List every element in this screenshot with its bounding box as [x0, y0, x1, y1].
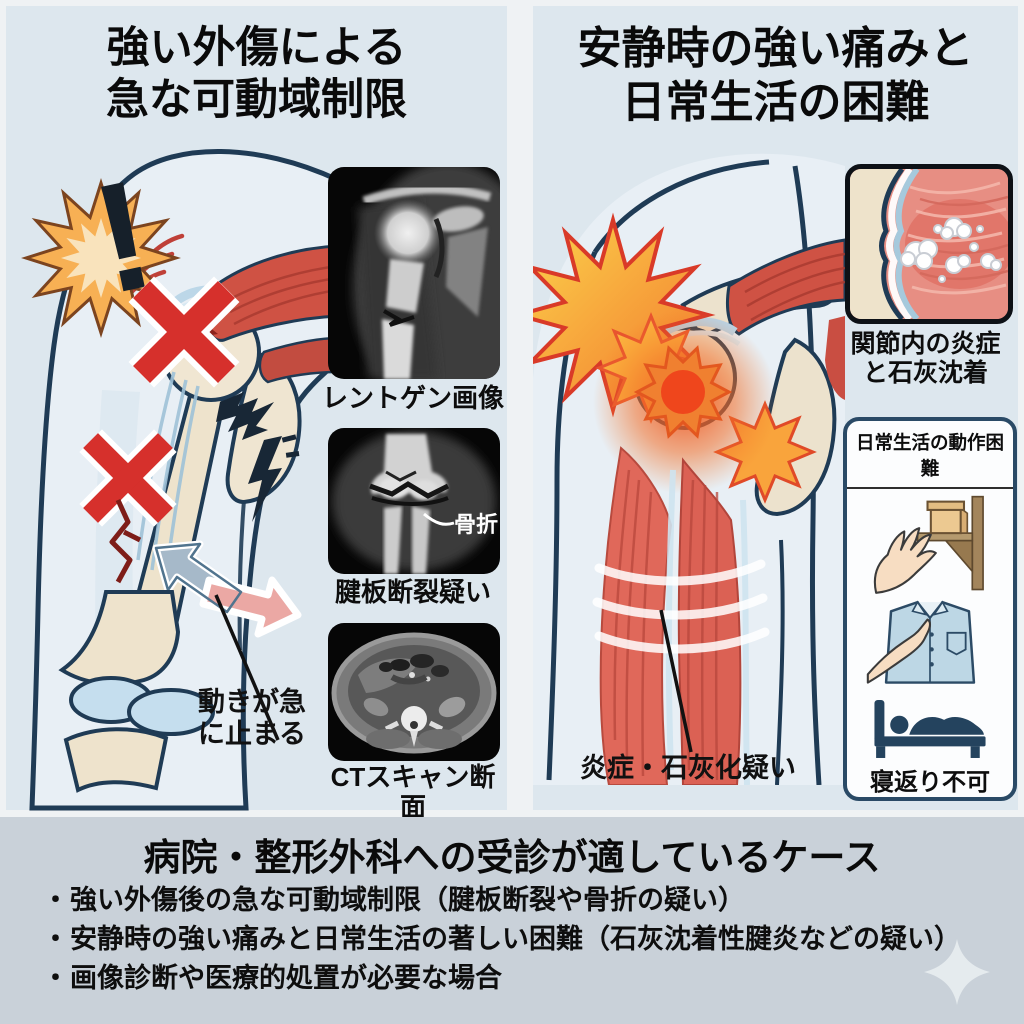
calcification-bands	[592, 559, 770, 654]
bed-icon	[874, 700, 986, 759]
sparkle-icon	[924, 939, 990, 1005]
left-title-line1: 強い外傷による	[106, 24, 407, 72]
motion-arrows-icon	[152, 540, 302, 638]
inflammation-core	[661, 370, 705, 414]
fracture-annotation: 骨折	[454, 512, 498, 537]
footer-heading: 病院・整形外科への受診が適しているケース	[143, 837, 881, 878]
footer-summary: 病院・整形外科への受診が適しているケース ・ 強い外傷後の急な可動域制限（腱板断…	[0, 817, 1024, 1024]
annotation-pointer	[423, 512, 455, 526]
motion-pointer-line	[214, 594, 280, 741]
inflammation-caption: 関節内の炎症 と石灰沈着	[850, 330, 1001, 387]
xray-shoulder-graphic	[353, 167, 500, 379]
snap-lightning-icon	[216, 392, 300, 522]
joint-inflammation-inset	[845, 164, 1013, 324]
right-title-line2: 日常生活の困難	[621, 77, 930, 127]
right-title-line1: 安静時の強い痛みと	[577, 24, 974, 73]
x-mark-icon	[128, 276, 240, 388]
upper-muscle-stripes	[744, 252, 845, 322]
motion-stop-label: 動きが急 に止まる	[198, 687, 306, 750]
bullet-marker: ・	[42, 963, 69, 993]
trauma-shoulder-illustration: !	[21, 147, 338, 811]
bed-label: 寝返り不可	[870, 769, 990, 796]
xray-fracture-graphic: 骨折	[332, 431, 498, 574]
inflamed-shoulder-illustration	[533, 153, 845, 785]
elbow-cartilage-2	[127, 688, 215, 736]
bone-crack	[109, 498, 142, 584]
left-panel-title: 強い外傷による 急な可動域制限	[6, 22, 507, 127]
ct-scan-graphic	[331, 632, 497, 754]
footer-bullet-1: ・ 強い外傷後の急な可動域制限（腱板断裂や骨折の疑い）	[42, 881, 1010, 920]
right-panel-title: 安静時の強い痛みと 日常生活の困難	[533, 22, 1018, 129]
joint-inflammation-graphic	[850, 169, 1008, 319]
footer-bullet-3: ・ 画像診断や医療的処置が必要な場合	[42, 959, 1010, 998]
left-panel: 強い外傷による 急な可動域制限	[6, 6, 507, 822]
xray-shoulder-image	[328, 167, 500, 379]
calcium-deposits	[900, 217, 1002, 283]
bullet-marker: ・	[42, 924, 69, 954]
daily-difficulty-box: 日常生活の動作困難	[843, 417, 1017, 801]
right-panel: 安静時の強い痛みと 日常生活の困難	[533, 6, 1018, 810]
fracture-caption: 腱板断裂疑い	[334, 577, 491, 607]
side-muscle	[825, 316, 845, 400]
hand-shape	[873, 527, 937, 594]
bullet-text: 画像診断や医療的処置が必要な場合	[70, 963, 502, 993]
daily-box-title: 日常生活の動作困難	[847, 421, 1013, 489]
left-title-line2: 急な可動域制限	[106, 76, 407, 125]
armpit-outline	[775, 539, 785, 785]
diagnosis-pointer-line	[659, 609, 693, 753]
footer-bullet-list: ・ 強い外傷後の急な可動域制限（腱板断裂や骨折の疑い） ・ 安静時の強い痛みと日…	[42, 881, 1010, 998]
reach-shelf-icon	[873, 495, 984, 594]
diagnosis-label: 炎症・石灰化疑い	[580, 753, 796, 783]
xray-fracture-image: 骨折	[328, 428, 500, 574]
infraspinatus-muscle	[258, 336, 338, 384]
forearm-bone	[63, 727, 169, 793]
footer-bullet-2: ・ 安静時の強い痛みと日常生活の著しい困難（石灰沈着性腱炎などの疑い）	[42, 920, 1010, 959]
bullet-text: 安静時の強い痛みと日常生活の著しい困難（石灰沈着性腱炎などの疑い）	[70, 924, 961, 954]
bullet-text: 強い外傷後の急な可動域制限（腱板断裂や骨折の疑い）	[70, 885, 745, 915]
bone-edge	[850, 169, 902, 319]
ct-caption: CTスキャン断面	[330, 762, 496, 822]
x-mark-icon-2	[79, 429, 177, 527]
xray-caption: レントゲン画像	[321, 383, 504, 413]
hand-shape	[866, 619, 932, 685]
bullet-marker: ・	[42, 885, 69, 915]
ct-scan-image	[328, 623, 500, 761]
shirt-button-icon	[866, 601, 976, 685]
